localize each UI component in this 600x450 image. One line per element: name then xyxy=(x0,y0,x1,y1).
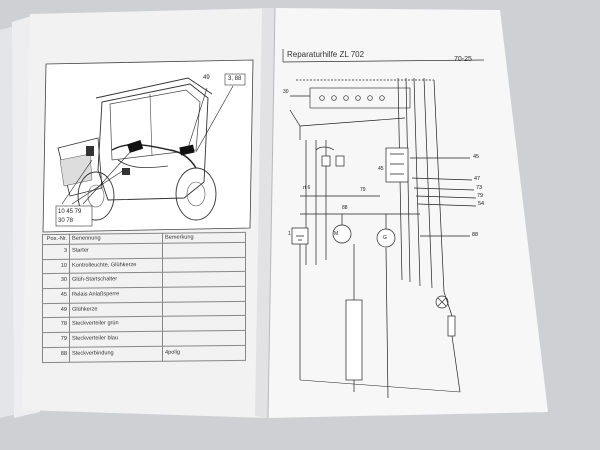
pos-cell: 30 xyxy=(42,273,70,289)
terminal-label: 88 xyxy=(472,232,479,238)
tractor-illustration xyxy=(42,59,254,233)
remark-cell xyxy=(162,257,246,273)
remark-cell xyxy=(162,315,246,332)
page-title: Reparaturhilfe ZL 702 xyxy=(287,50,365,59)
name-cell: Relais Anlaßsperre xyxy=(69,287,163,304)
callout-bottom-row-2: 30 78 xyxy=(58,218,74,224)
wiring-schematic xyxy=(289,77,477,399)
schematic-label: 1 xyxy=(288,231,291,237)
name-cell: Kontrolleuchte, Glühkerze xyxy=(69,257,163,274)
terminal-label: 73 xyxy=(476,185,483,191)
remark-cell xyxy=(162,286,246,303)
schematic-label: rt 6 xyxy=(303,185,311,191)
pos-cell: 88 xyxy=(42,347,70,363)
pos-cell: 78 xyxy=(42,317,70,333)
pos-cell: 45 xyxy=(42,288,70,304)
pos-cell: 10 xyxy=(42,258,70,274)
name-cell: Steckverteiler blau xyxy=(69,331,163,348)
right-page xyxy=(268,8,548,418)
terminal-label: 45 xyxy=(473,154,480,160)
page-number: 70-25 xyxy=(454,56,472,63)
schematic-label: 79 xyxy=(360,187,366,193)
remark-cell xyxy=(162,271,246,288)
name-cell: Steckverbindung xyxy=(69,346,163,362)
name-cell: Steckverteiler grün xyxy=(69,316,163,333)
name-cell: Starter xyxy=(69,243,163,259)
name-cell: Glüh-Startschalter xyxy=(69,272,163,289)
pos-cell: 3 xyxy=(42,244,70,260)
remark-cell: 4polig xyxy=(162,345,246,361)
terminal-label: 54 xyxy=(478,201,485,207)
schematic-label: M xyxy=(334,231,339,237)
schematic-label: 45 xyxy=(378,166,384,172)
name-cell: Glühkerze xyxy=(69,302,163,318)
terminal-label: 47 xyxy=(474,176,481,182)
remark-cell xyxy=(162,242,246,258)
schematic-label: 30 xyxy=(283,89,289,95)
callout-bottom-row-1: 10 45 79 xyxy=(58,209,82,215)
callout-top-right: 3, 88 xyxy=(228,76,242,82)
col-header-pos: Pos.-Nr. xyxy=(42,234,70,245)
callout-top-left: 49 xyxy=(203,75,210,81)
schematic-label: G xyxy=(383,235,387,241)
remark-cell xyxy=(162,301,246,317)
pos-cell: 79 xyxy=(42,332,70,348)
schematic-label: 88 xyxy=(342,205,348,211)
terminal-label: 79 xyxy=(477,193,484,199)
remark-cell xyxy=(162,330,246,347)
header-rule xyxy=(282,49,485,63)
pos-cell: 49 xyxy=(42,303,70,319)
